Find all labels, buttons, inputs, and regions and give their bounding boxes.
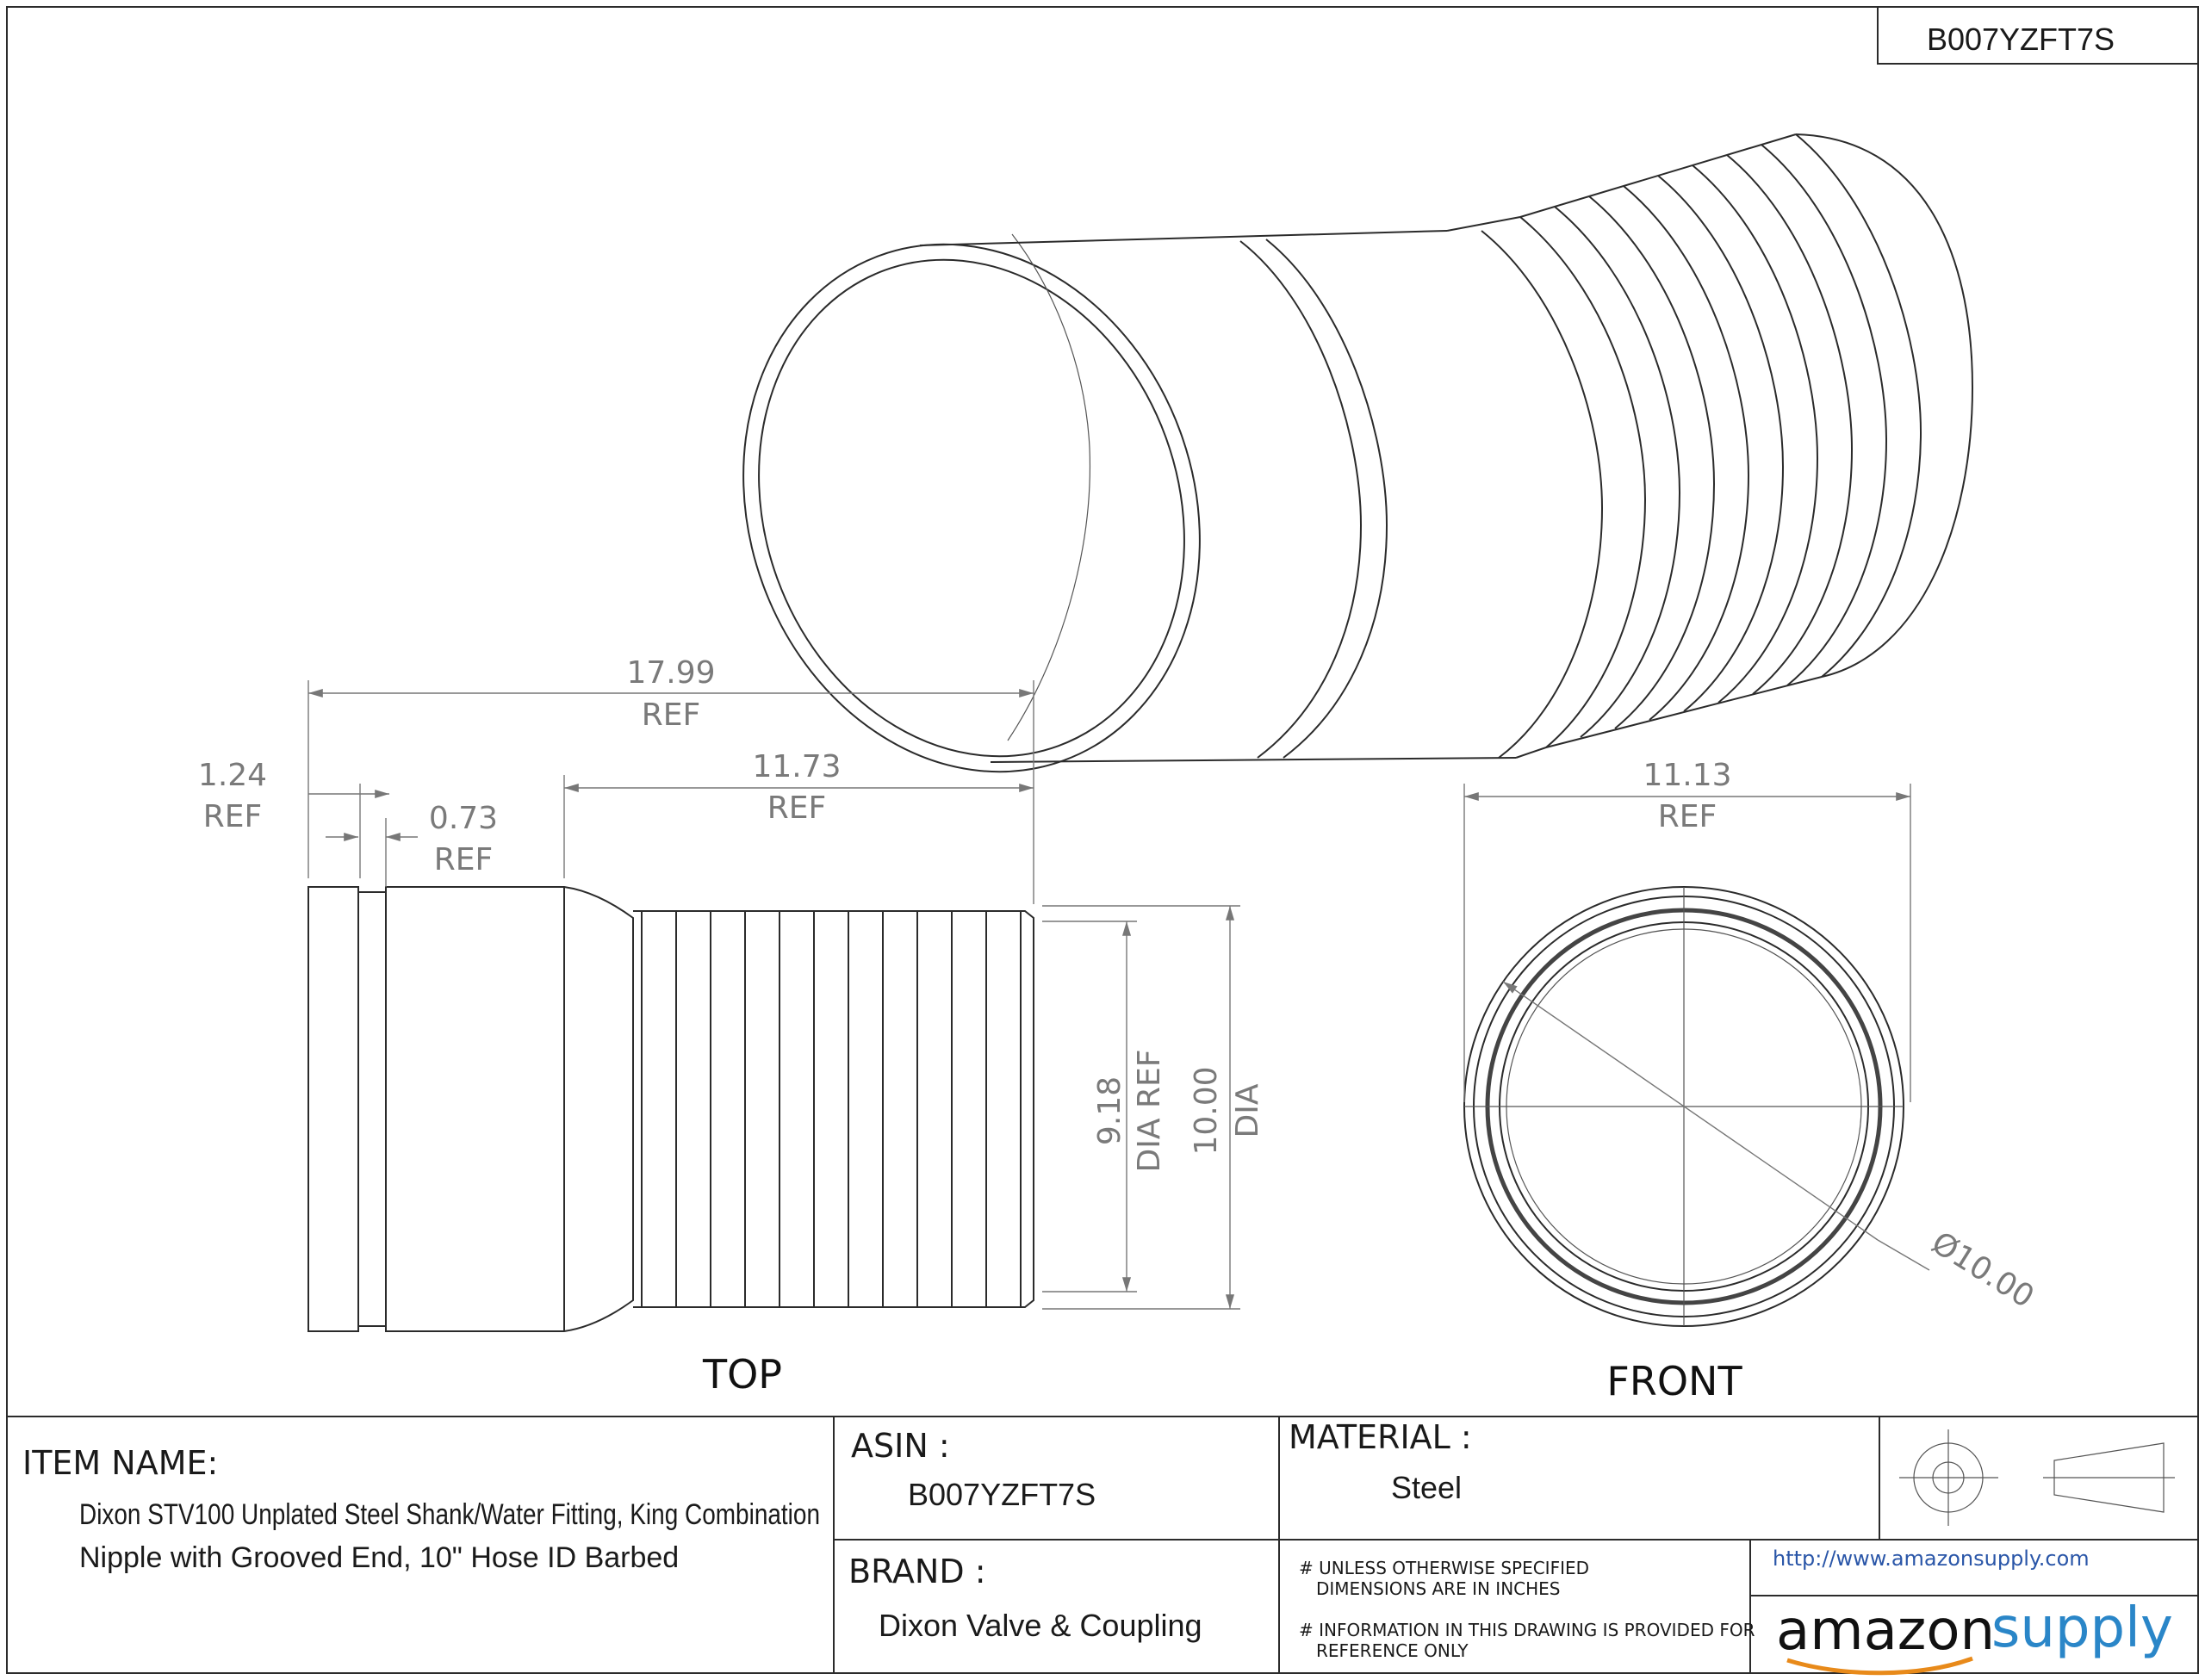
logo-smile-icon: [1786, 1656, 1973, 1676]
note-units-line2: DIMENSIONS ARE IN INCHES: [1316, 1578, 1561, 1599]
dim-flange-width: 1.24: [198, 758, 267, 793]
part-number: B007YZFT7S: [1927, 22, 2115, 57]
note-reference-line1: # INFORMATION IN THIS DRAWING IS PROVIDE…: [1299, 1620, 1755, 1640]
dim-overall-length: 17.99: [626, 655, 715, 691]
item-name-line2: Nipple with Grooved End, 10" Hose ID Bar…: [79, 1541, 679, 1574]
dim-outer-dia: 10.00: [1189, 1066, 1224, 1155]
dim-outer-dia-label: DIA: [1230, 1083, 1265, 1138]
dim-barb-length: 11.73: [752, 749, 841, 784]
top-view: [307, 886, 1034, 1332]
third-angle-projection-icon: [1899, 1429, 2175, 1526]
note-reference-line2: REFERENCE ONLY: [1316, 1640, 1469, 1661]
brand-label: BRAND :: [848, 1553, 986, 1590]
front-view: [1463, 886, 1930, 1327]
isometric-view: [742, 133, 1974, 773]
item-name-label: ITEM NAME:: [22, 1444, 218, 1482]
logo-supply: supply: [1991, 1596, 2173, 1660]
amazonsupply-logo: amazon supply: [1776, 1596, 2173, 1676]
item-name-line1: Dixon STV100 Unplated Steel Shank/Water …: [79, 1498, 820, 1531]
dim-front-width: 11.13: [1643, 758, 1731, 793]
title-block: ITEM NAME: Dixon STV100 Unplated Steel S…: [7, 1416, 2198, 1676]
dim-inner-dia-ref: DIA REF: [1132, 1050, 1167, 1173]
top-view-label: TOP: [702, 1351, 782, 1398]
material-value: Steel: [1391, 1470, 1462, 1505]
top-view-dimensions: 17.99 REF 1.24 REF 0.73 REF 11.73 REF 9.…: [198, 655, 1265, 1398]
dim-groove-width: 0.73: [429, 801, 498, 836]
amazonsupply-url[interactable]: http://www.amazonsupply.com: [1773, 1547, 2090, 1571]
part-number-box: B007YZFT7S: [1877, 6, 2199, 65]
material-label: MATERIAL :: [1289, 1418, 1472, 1456]
dim-overall-ref: REF: [642, 697, 700, 733]
brand-value: Dixon Valve & Coupling: [879, 1608, 1202, 1643]
drawing-border: [6, 6, 2199, 1674]
dim-barb-ref: REF: [767, 790, 826, 826]
logo-amazon: amazon: [1776, 1599, 1995, 1663]
dim-front-ref: REF: [1658, 799, 1717, 834]
asin-label: ASIN :: [851, 1427, 950, 1465]
dim-front-dia: Ø10.00: [1925, 1225, 2040, 1315]
dim-flange-ref: REF: [203, 799, 262, 834]
note-units-line1: # UNLESS OTHERWISE SPECIFIED: [1299, 1558, 1589, 1578]
dim-groove-ref: REF: [434, 842, 493, 877]
front-view-label: FRONT: [1606, 1358, 1742, 1404]
dim-inner-dia: 9.18: [1092, 1076, 1127, 1145]
front-view-dimensions: 11.13 REF Ø10.00 FRONT: [1463, 758, 2040, 1404]
asin-value: B007YZFT7S: [908, 1477, 1096, 1512]
